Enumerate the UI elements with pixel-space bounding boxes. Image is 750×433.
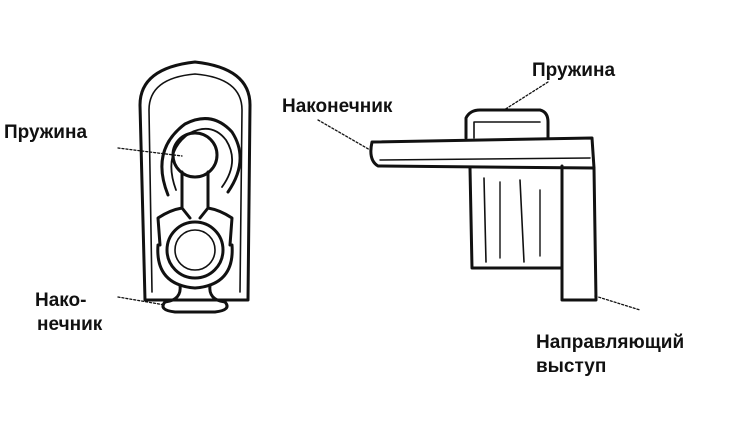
front-tip-foot (161, 283, 229, 314)
leader-left-spring (117, 147, 183, 157)
side-brush-body (468, 166, 564, 270)
front-commutator-outer (165, 220, 225, 280)
leader-right-tip (317, 119, 371, 151)
front-brush-stem (180, 170, 210, 210)
front-left-clip (156, 206, 192, 247)
side-spring-block (464, 108, 550, 140)
label-left-tip-line2: нечник (37, 314, 103, 335)
label-guide-line1: Направляющий (536, 332, 685, 353)
side-guide-column (560, 164, 598, 302)
label-guide-line2: выступ (536, 356, 607, 377)
front-right-clip (198, 206, 234, 247)
side-arm-inner (379, 157, 591, 161)
front-brush-knob (171, 131, 219, 179)
side-brush-inner-1 (483, 177, 487, 263)
label-right-tip: Наконечник (282, 96, 393, 117)
leader-right-spring (503, 81, 549, 111)
leader-left-tip (117, 296, 166, 306)
front-housing-outer (138, 60, 252, 302)
leader-guide (594, 295, 641, 311)
label-left-spring: Пружина (4, 122, 88, 143)
front-brush-body (156, 243, 234, 290)
label-left-tip-line1: Нако- (35, 290, 87, 311)
label-right-spring: Пружина (532, 60, 616, 81)
side-arm (369, 136, 596, 170)
front-spring-ring (160, 117, 242, 197)
front-view (138, 60, 252, 314)
side-spring-block-inner (473, 121, 541, 139)
side-view (369, 108, 598, 302)
side-brush-shade (499, 181, 541, 259)
front-commutator-inner (174, 229, 216, 271)
front-housing-inner (148, 73, 243, 293)
side-brush-inner-2 (519, 179, 525, 263)
